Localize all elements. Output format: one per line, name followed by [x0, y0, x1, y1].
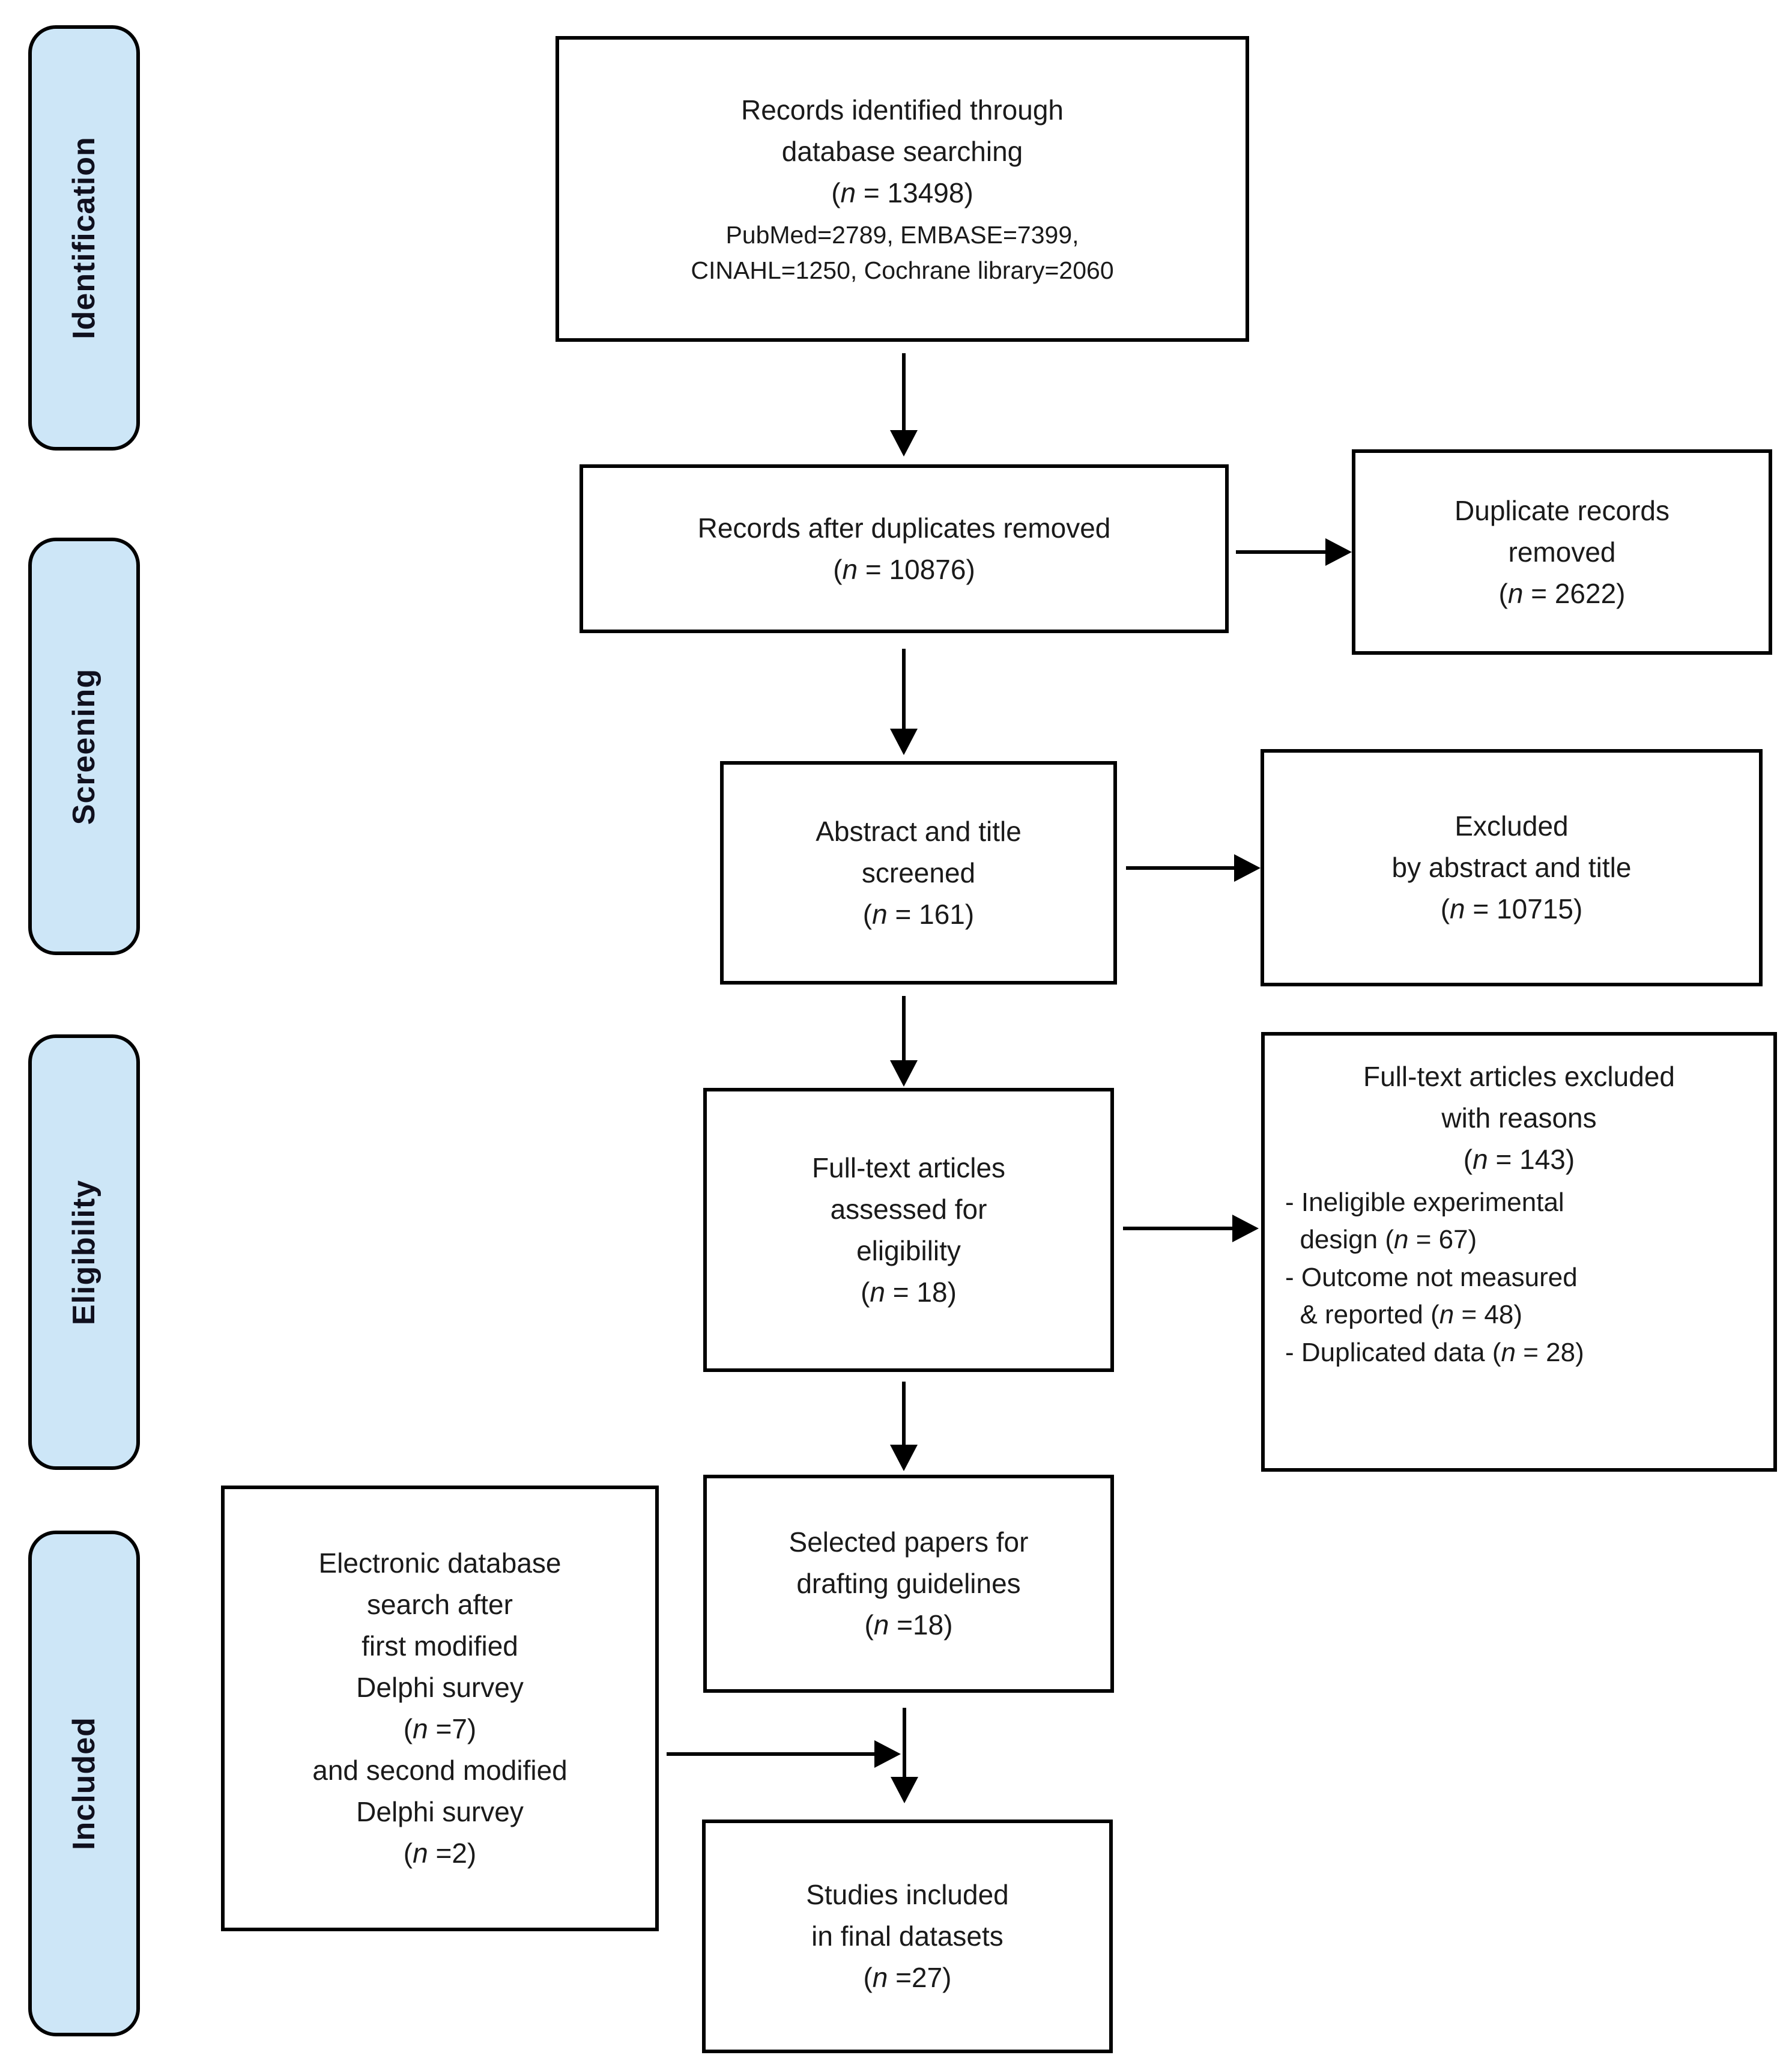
arrow-screened-to-excluded: [1126, 866, 1234, 870]
box-after-duplicates-text: Records after duplicates removed(n = 108…: [697, 512, 1111, 585]
stage-label: Included: [67, 1717, 102, 1850]
arrow-deduplicated-to-screened: [902, 649, 906, 729]
arrow-fulltext-to-excluded-reasons: [1123, 1227, 1232, 1230]
stage-eligibility: Eligibility: [28, 1034, 140, 1470]
arrow-screened-to-fulltext: [902, 996, 906, 1060]
stage-included: Included: [28, 1531, 140, 2036]
arrow-fulltext-to-selected: [902, 1382, 906, 1445]
box-fulltext-excluded-reasons: - Ineligible experimental design (n = 67…: [1285, 1188, 1584, 1367]
stage-label: Identification: [67, 136, 101, 339]
stage-screening: Screening: [28, 538, 140, 955]
arrow-deduplicated-to-duplicates-removed: [1236, 550, 1325, 554]
box-records-identified-detail: PubMed=2789, EMBASE=7399,CINAHL=1250, Co…: [691, 220, 1114, 284]
arrow-electronic-search-to-included: [667, 1752, 874, 1756]
arrow-selected-to-included: [903, 1708, 906, 1777]
stage-label: Screening: [67, 668, 102, 825]
arrow-identified-to-deduplicated: [902, 353, 906, 430]
stage-label: Eligibility: [67, 1179, 102, 1325]
box-after-duplicates: Records after duplicates removed(n = 108…: [580, 464, 1229, 633]
stage-identification: Identification: [28, 25, 140, 451]
